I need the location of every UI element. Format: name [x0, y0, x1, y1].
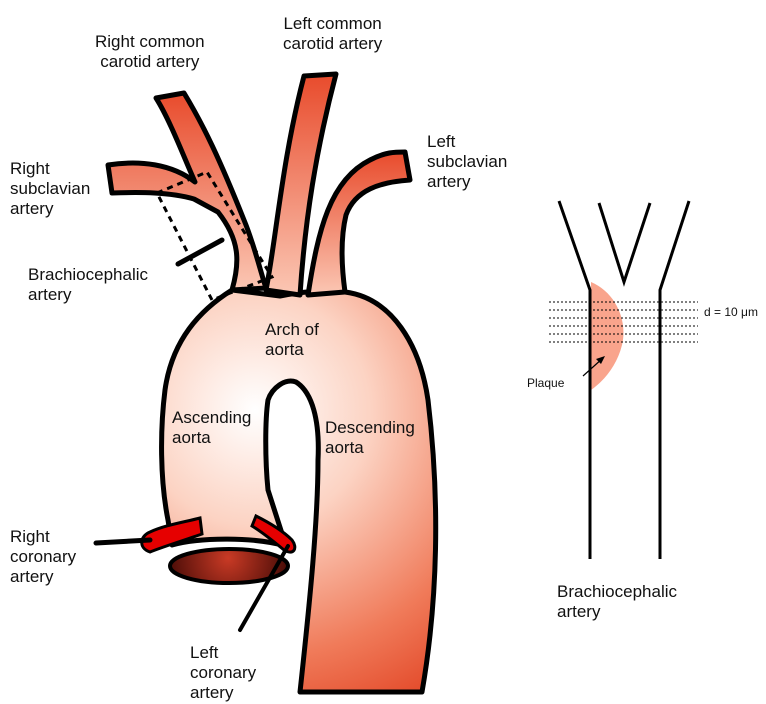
- detail-right-wall: [660, 201, 689, 559]
- label-brachiocephalic: Brachiocephalic artery: [28, 265, 148, 305]
- detail-bifurcation: [599, 203, 650, 282]
- label-left-common-carotid: Left common carotid artery: [283, 14, 382, 54]
- right-coronary-pointer: [96, 540, 150, 543]
- label-distance: d = 10 μm: [704, 305, 758, 319]
- label-plaque: Plaque: [527, 376, 564, 390]
- label-right-subclavian: Right subclavian artery: [10, 159, 90, 219]
- label-ascending: Ascending aorta: [172, 408, 251, 448]
- label-left-subclavian: Left subclavian artery: [427, 132, 507, 192]
- plaque: [591, 282, 623, 390]
- label-detail-artery: Brachiocephalic artery: [557, 582, 677, 622]
- left-subclavian: [308, 152, 410, 295]
- label-right-coronary: Right coronary artery: [10, 527, 76, 587]
- measurement-lines: [549, 302, 698, 342]
- label-left-coronary: Left coronary artery: [190, 643, 256, 703]
- brachiocephalic-pointer: [178, 240, 222, 264]
- label-arch: Arch of aorta: [265, 320, 319, 360]
- label-descending: Descending aorta: [325, 418, 415, 458]
- label-right-common-carotid: Right common carotid artery: [95, 32, 205, 72]
- brachiocephalic-detail: [549, 201, 698, 559]
